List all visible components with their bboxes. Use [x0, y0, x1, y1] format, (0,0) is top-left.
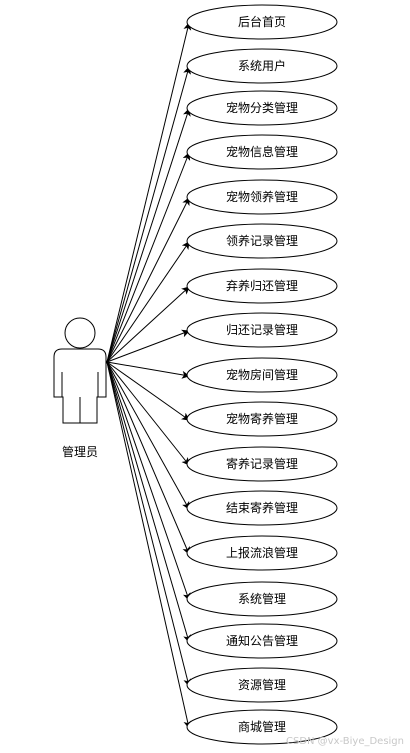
use-case-ellipse[interactable]: [186, 48, 338, 84]
use-case[interactable]: 领养记录管理: [186, 223, 338, 259]
use-case-ellipse[interactable]: [186, 401, 338, 437]
actor-head: [64, 317, 96, 349]
association-arrow: [106, 22, 192, 363]
use-case-label: 领养记录管理: [226, 233, 298, 248]
use-case-ellipse[interactable]: [186, 134, 338, 170]
association-arrow: [106, 361, 190, 510]
use-case-ellipse[interactable]: [186, 446, 338, 482]
use-case-label: 商城管理: [238, 719, 286, 734]
association-arrow: [106, 361, 190, 421]
use-case[interactable]: 结束寄养管理: [186, 490, 338, 526]
use-case[interactable]: 宠物领养管理: [186, 179, 338, 215]
use-case-ellipse[interactable]: [186, 4, 338, 40]
use-case-ellipse[interactable]: [186, 490, 338, 526]
association-arrow: [106, 286, 190, 363]
use-case[interactable]: 商城管理: [186, 709, 338, 745]
use-case-label: 后台首页: [238, 14, 286, 29]
use-case[interactable]: 资源管理: [186, 667, 338, 703]
association-arrow: [106, 152, 191, 363]
use-case-label: 系统管理: [238, 591, 286, 606]
use-case-ellipse[interactable]: [186, 90, 338, 126]
use-case-label: 通知公告管理: [226, 633, 298, 648]
use-case[interactable]: 上报流浪管理: [186, 535, 338, 571]
use-case[interactable]: 宠物分类管理: [186, 90, 338, 126]
association-arrow: [106, 329, 190, 363]
use-case-label: 宠物寄养管理: [226, 411, 298, 426]
actor-label: 管理员: [62, 444, 98, 459]
use-case-label: 归还记录管理: [226, 322, 298, 337]
use-case-ellipse[interactable]: [186, 623, 338, 659]
association-arrow: [106, 361, 190, 379]
association-arrow: [106, 197, 190, 363]
use-case-ellipse[interactable]: [186, 667, 338, 703]
use-case[interactable]: 宠物房间管理: [186, 357, 338, 393]
use-case-label: 宠物分类管理: [226, 100, 298, 115]
association-arrow: [106, 361, 190, 555]
use-case-label: 宠物领养管理: [226, 189, 298, 204]
use-case[interactable]: 归还记录管理: [186, 312, 338, 348]
use-case-label: 结束寄养管理: [226, 500, 298, 515]
use-case-ellipse[interactable]: [186, 581, 338, 617]
use-case[interactable]: 系统管理: [186, 581, 338, 617]
use-case-ellipse[interactable]: [186, 223, 338, 259]
use-case-label: 宠物信息管理: [226, 144, 298, 159]
use-case[interactable]: 寄养记录管理: [186, 446, 338, 482]
use-case-label: 上报流浪管理: [226, 545, 298, 560]
association-arrow: [106, 241, 190, 363]
association-arrow: [106, 361, 191, 643]
association-arrow: [106, 361, 192, 687]
association-arrow: [106, 361, 190, 466]
use-case-ellipse[interactable]: [186, 179, 338, 215]
use-case[interactable]: 通知公告管理: [186, 623, 338, 659]
association-arrow: [106, 66, 191, 363]
use-case[interactable]: 系统用户: [186, 48, 338, 84]
use-case-label: 弃养归还管理: [226, 278, 298, 293]
use-case-label: 宠物房间管理: [226, 367, 298, 382]
use-case-label: 资源管理: [238, 677, 286, 692]
use-case[interactable]: 弃养归还管理: [186, 268, 338, 304]
use-case[interactable]: 宠物信息管理: [186, 134, 338, 170]
use-case-ellipse[interactable]: [186, 357, 338, 393]
use-case-ellipse[interactable]: [186, 709, 338, 745]
watermark: CSDN @vx-Biye_Design: [285, 736, 404, 747]
use-case-label: 系统用户: [238, 58, 286, 73]
association-arrow: [106, 361, 191, 601]
actor-figure: [53, 317, 107, 424]
association-arrow: [106, 108, 191, 363]
use-case-ellipse[interactable]: [186, 312, 338, 348]
use-cases: 后台首页 系统用户 宠物分类管理 宠物信息管理 宠物领养管理 领养记录管理 弃养…: [186, 4, 338, 745]
use-case[interactable]: 后台首页: [186, 4, 338, 40]
use-case-ellipse[interactable]: [186, 268, 338, 304]
use-case[interactable]: 宠物寄养管理: [186, 401, 338, 437]
association-arrow: [106, 361, 192, 729]
use-case-ellipse[interactable]: [186, 535, 338, 571]
associations: [106, 22, 192, 729]
use-case-label: 寄养记录管理: [226, 456, 298, 471]
actor-body: [53, 348, 107, 424]
